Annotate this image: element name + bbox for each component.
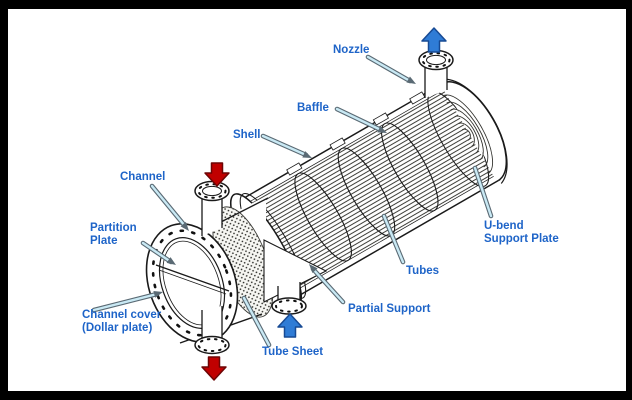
shell-outlet-nozzle (418, 49, 454, 98)
label-channel: Channel (120, 171, 166, 183)
tube-bundle (244, 89, 494, 292)
channel-inlet-nozzle (194, 180, 230, 236)
label-tubes: Tubes (406, 265, 440, 277)
leader-channel (149, 183, 189, 231)
channel-outlet-nozzle (194, 306, 230, 355)
baffle-plate (294, 172, 352, 262)
leader-baffle (334, 106, 387, 133)
shell-bottom-wall (294, 175, 499, 297)
label-tube-sheet: Tube Sheet (262, 346, 324, 358)
shell-inlet-nozzle (271, 282, 307, 315)
leader-tube-sheet (241, 295, 272, 348)
partition-plate-chord (155, 264, 230, 292)
cold-outlet-up-arrow (421, 27, 447, 53)
leader-shell (260, 133, 312, 158)
label-baffle: Baffle (297, 102, 329, 114)
leader-partition-plate (140, 240, 176, 265)
leader-tubes (381, 213, 406, 265)
baffle-plate (381, 122, 439, 212)
label-partition-plate: Partition Plate (90, 222, 137, 247)
leader-channel-cover (91, 290, 163, 313)
leader-partial-support (309, 264, 346, 305)
label-nozzle: Nozzle (333, 44, 370, 56)
label-u-bend-support-plate: U-bend Support Plate (484, 220, 559, 245)
leader-nozzle (365, 54, 416, 84)
hot-outlet-down-arrow (201, 356, 227, 381)
label-channel-cover: Channel cover (Dollar plate) (82, 309, 162, 334)
leader-u-bend-support-plate (472, 165, 494, 219)
hot-inlet-down-arrow (204, 162, 230, 187)
label-partial-support: Partial Support (348, 303, 431, 315)
label-shell: Shell (233, 129, 261, 141)
cold-inlet-up-arrow (277, 313, 303, 338)
shell-body (230, 78, 508, 307)
